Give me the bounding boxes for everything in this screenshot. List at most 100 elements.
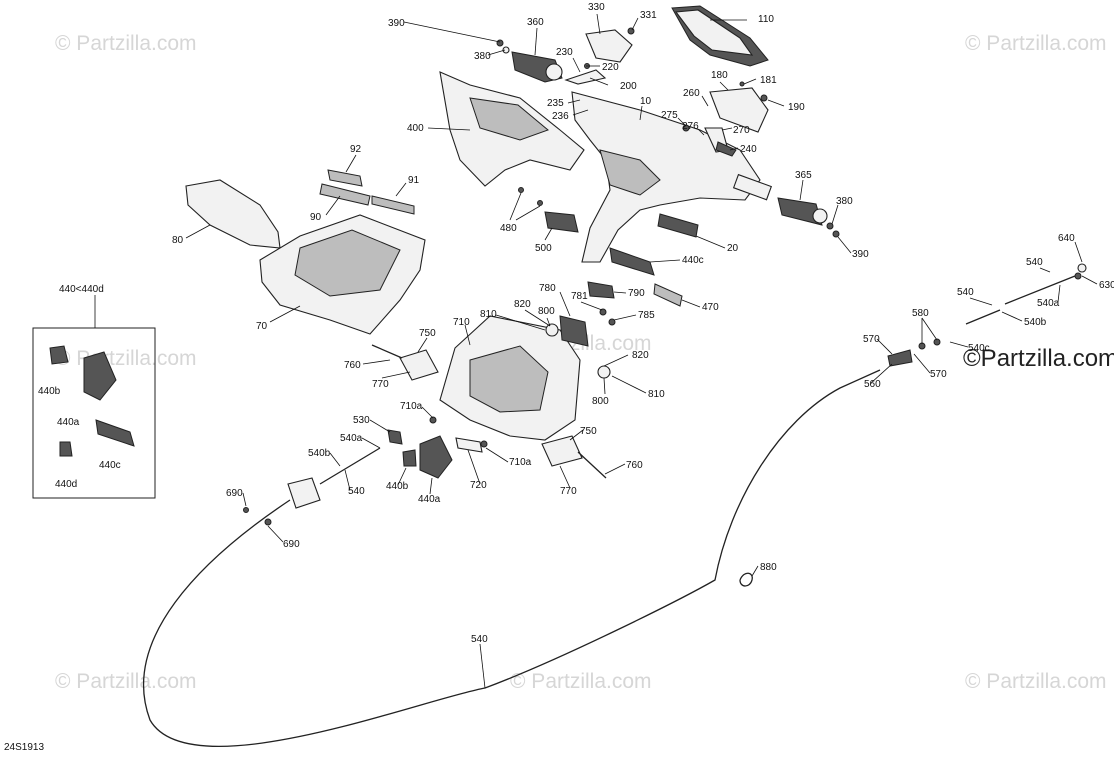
callout-540-cable[interactable]: 540 <box>471 634 488 645</box>
callout-750[interactable]: 750 <box>419 328 436 339</box>
part-690b-shape <box>264 518 272 526</box>
callout-790[interactable]: 790 <box>628 288 645 299</box>
callout-440b-inset[interactable]: 440b <box>38 386 61 397</box>
callout-236[interactable]: 236 <box>552 111 569 122</box>
callout-570-lower[interactable]: 570 <box>930 369 947 380</box>
callout-710[interactable]: 710 <box>453 317 470 328</box>
part-10-detail <box>599 149 661 196</box>
callout-390[interactable]: 390 <box>388 18 405 29</box>
callout-276[interactable]: 276 <box>682 121 699 132</box>
part-70-detail <box>294 229 401 297</box>
callout-20[interactable]: 20 <box>727 243 739 254</box>
callout-760-right[interactable]: 760 <box>626 460 643 471</box>
callout-470[interactable]: 470 <box>702 302 719 313</box>
callout-540c[interactable]: 540c <box>968 343 990 354</box>
callout-80[interactable]: 80 <box>172 235 184 246</box>
callout-690-bottom[interactable]: 690 <box>283 539 300 550</box>
callout-91[interactable]: 91 <box>408 175 420 186</box>
callout-760[interactable]: 760 <box>344 360 361 371</box>
callout-330[interactable]: 330 <box>588 2 605 13</box>
callout-820-right[interactable]: 820 <box>632 350 649 361</box>
callout-500[interactable]: 500 <box>535 243 552 254</box>
part-10-shaft <box>732 173 773 201</box>
callout-70[interactable]: 70 <box>256 321 268 332</box>
callout-400[interactable]: 400 <box>407 123 424 134</box>
callout-800-right[interactable]: 800 <box>592 396 609 407</box>
callout-640[interactable]: 640 <box>1058 233 1075 244</box>
callout-781[interactable]: 781 <box>571 291 588 302</box>
callout-770[interactable]: 770 <box>372 379 389 390</box>
part-440a-shape <box>419 435 453 479</box>
callout-90[interactable]: 90 <box>310 212 322 223</box>
callout-390-right[interactable]: 390 <box>852 249 869 260</box>
callout-480[interactable]: 480 <box>500 223 517 234</box>
callout-540-right-top[interactable]: 540 <box>1026 257 1043 268</box>
part-690-shape <box>243 507 249 513</box>
callout-690-top[interactable]: 690 <box>226 488 243 499</box>
callout-530[interactable]: 530 <box>353 415 370 426</box>
callout-331[interactable]: 331 <box>640 10 657 21</box>
callout-750-right[interactable]: 750 <box>580 426 597 437</box>
part-470-shape <box>653 283 683 307</box>
part-720-shape <box>455 437 483 453</box>
callout-240[interactable]: 240 <box>740 144 757 155</box>
callout-710a-bottom[interactable]: 710a <box>509 457 532 468</box>
callout-810[interactable]: 810 <box>480 309 497 320</box>
callout-260[interactable]: 260 <box>683 88 700 99</box>
callout-540b[interactable]: 540b <box>308 448 331 459</box>
part-190-shape <box>760 94 768 102</box>
callout-820[interactable]: 820 <box>514 299 531 310</box>
callout-630[interactable]: 630 <box>1099 280 1114 291</box>
callout-440d-inset[interactable]: 440d <box>55 479 77 490</box>
callout-880[interactable]: 880 <box>760 562 777 573</box>
callout-92[interactable]: 92 <box>350 144 362 155</box>
callout-365[interactable]: 365 <box>795 170 812 181</box>
part-92-shape <box>327 169 363 187</box>
part-790-shape <box>587 281 615 299</box>
callout-440a[interactable]: 440a <box>418 494 441 505</box>
callout-800[interactable]: 800 <box>538 306 555 317</box>
watermark: © Partzilla.com <box>510 670 652 693</box>
callout-220[interactable]: 220 <box>602 62 619 73</box>
watermark: © Partzilla.com <box>965 32 1107 55</box>
callout-230[interactable]: 230 <box>556 47 573 58</box>
callout-440c-inset[interactable]: 440c <box>99 460 121 471</box>
callout-440b[interactable]: 440b <box>386 481 409 492</box>
callout-275[interactable]: 275 <box>661 110 678 121</box>
callout-181[interactable]: 181 <box>760 75 777 86</box>
callout-570[interactable]: 570 <box>863 334 880 345</box>
callout-440-range[interactable]: 440<440d <box>59 284 104 295</box>
callout-235[interactable]: 235 <box>547 98 564 109</box>
callout-440c[interactable]: 440c <box>682 255 704 266</box>
callout-110[interactable]: 110 <box>758 14 774 25</box>
part-630-shape <box>1074 272 1082 280</box>
callout-540a-right[interactable]: 540a <box>1037 298 1060 309</box>
callout-540-right[interactable]: 540 <box>957 287 974 298</box>
callout-710a-top[interactable]: 710a <box>400 401 423 412</box>
callout-440a-inset[interactable]: 440a <box>57 417 80 428</box>
part-710-detail <box>469 345 549 413</box>
callout-10[interactable]: 10 <box>640 96 652 107</box>
callout-190[interactable]: 190 <box>788 102 805 113</box>
inset-440b-shape <box>49 345 69 365</box>
callout-810-right[interactable]: 810 <box>648 389 665 400</box>
callout-180[interactable]: 180 <box>711 70 728 81</box>
callout-200[interactable]: 200 <box>620 81 637 92</box>
part-710a-shape <box>480 440 488 448</box>
callout-270[interactable]: 270 <box>733 125 750 136</box>
callout-540-center[interactable]: 540 <box>348 486 365 497</box>
part-440c-shape <box>609 247 655 276</box>
callout-540b-right[interactable]: 540b <box>1024 317 1047 328</box>
callout-770-right[interactable]: 770 <box>560 486 577 497</box>
callout-580[interactable]: 580 <box>912 308 929 319</box>
part-880-shape <box>739 572 753 587</box>
callout-380[interactable]: 380 <box>474 51 491 62</box>
callout-780[interactable]: 780 <box>539 283 556 294</box>
callout-720[interactable]: 720 <box>470 480 487 491</box>
callout-785[interactable]: 785 <box>638 310 655 321</box>
callout-540a[interactable]: 540a <box>340 433 363 444</box>
callout-360[interactable]: 360 <box>527 17 544 28</box>
callout-560[interactable]: 560 <box>864 379 881 390</box>
callout-380-right[interactable]: 380 <box>836 196 853 207</box>
